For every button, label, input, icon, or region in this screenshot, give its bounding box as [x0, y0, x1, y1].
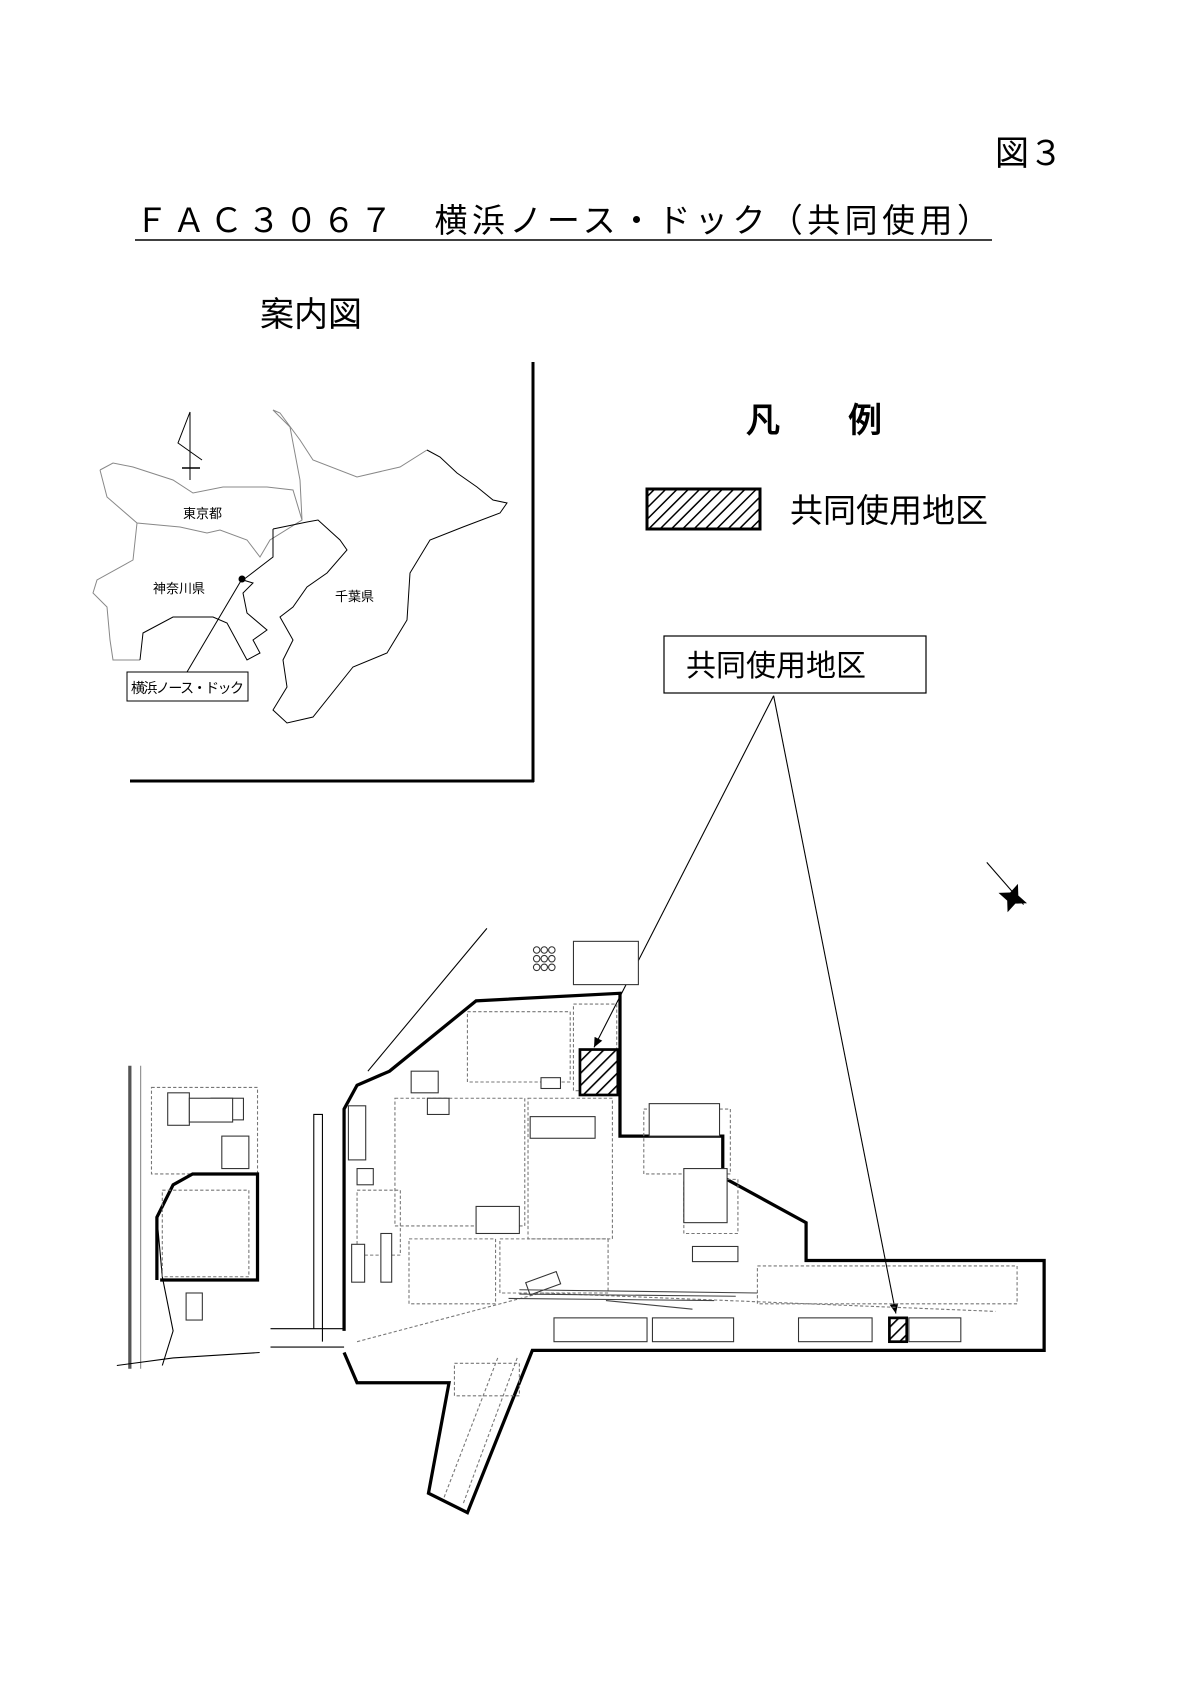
- warehouse: [553, 1317, 648, 1343]
- warehouse: [797, 1317, 873, 1343]
- compass-icon: [986, 861, 1027, 913]
- shared-use-area-pier: [888, 1316, 909, 1344]
- site-plan-map: [116, 695, 1046, 1515]
- site-leader-line: [186, 578, 243, 673]
- kanagawa-coast: [139, 529, 274, 661]
- label-chiba: 千葉県: [335, 590, 374, 605]
- internal-blocks: [356, 1003, 1018, 1505]
- chiba-coast: [272, 449, 508, 724]
- callout-arrow-2: [773, 695, 899, 1314]
- legend-item-label: 共同使用地区: [790, 491, 988, 530]
- north-arrow-icon: [177, 411, 203, 480]
- west-compound: [150, 1086, 260, 1366]
- location-map-heading: 案内図: [260, 295, 362, 335]
- warehouse: [651, 1317, 735, 1343]
- label-kanagawa: 神奈川県: [153, 582, 205, 597]
- rail-tracks: [508, 1289, 758, 1310]
- page-title: ＦＡＣ３０６７ 横浜ノース・ドック（共同使用）: [135, 201, 990, 240]
- legend: 凡 例 共同使用地区: [645, 401, 988, 531]
- chiba-north-boundary: [272, 409, 428, 521]
- location-inset-map: 東京都 神奈川県 千葉県 横浜ノース・ドック: [92, 362, 535, 783]
- facility-boundary: [342, 991, 1046, 1515]
- buildings: [188, 940, 962, 1343]
- tokyo-boundary: [99, 462, 303, 558]
- callout-box: [663, 635, 927, 694]
- shared-use-area-north: [578, 1048, 620, 1097]
- figure-number: 図３: [995, 134, 1063, 174]
- site-label-box: [126, 671, 249, 702]
- legend-hatch-swatch: [645, 487, 762, 531]
- site-label: 横浜ノース・ドック: [131, 681, 244, 697]
- label-tokyo: 東京都: [183, 506, 222, 522]
- callout-label: 共同使用地区: [686, 649, 866, 684]
- warehouse: [908, 1317, 962, 1343]
- kanagawa-boundary: [92, 522, 140, 661]
- road-line: [367, 928, 488, 1072]
- legend-heading: 凡 例: [746, 401, 882, 441]
- callout-arrow-1: [593, 695, 775, 1048]
